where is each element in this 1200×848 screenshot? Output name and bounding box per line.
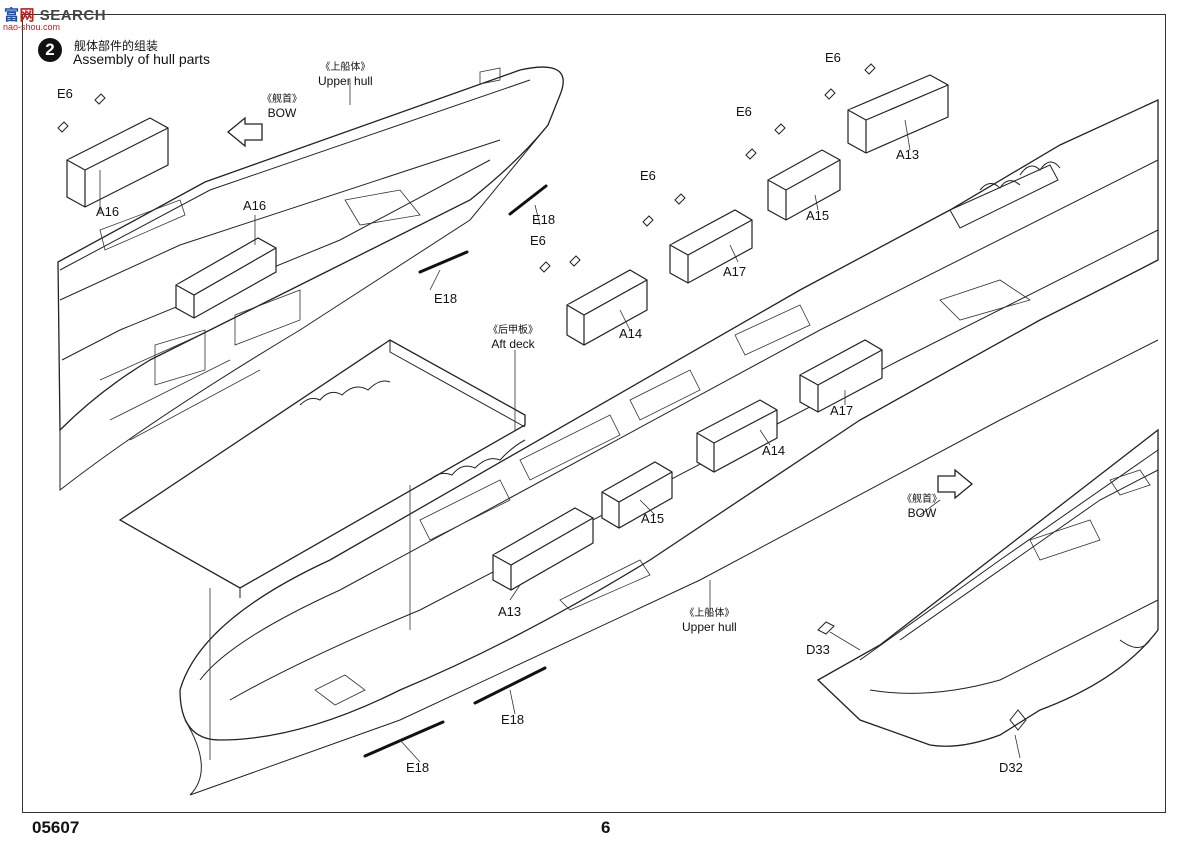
- bow-arrows: [226, 116, 974, 500]
- upper-hull-mid-label: 《上船体》 Upper hull: [682, 608, 737, 634]
- page-frame: [22, 14, 1166, 813]
- part-label-a17: A17: [830, 403, 854, 418]
- part-blocks: [66, 74, 949, 591]
- e6-brackets: [57, 63, 1027, 731]
- part-label-a15: A15: [641, 511, 665, 526]
- part-label-a13: A13: [498, 604, 522, 619]
- watermark-logo: 富网 SEARCH: [4, 7, 107, 24]
- part-label-d33: D33: [806, 642, 830, 657]
- aft-deck-drawing: [118, 339, 526, 598]
- aft-deck-label: 《后甲板》 Aft deck: [488, 325, 538, 351]
- part-label-e6: E6: [736, 104, 752, 119]
- product-code: 05607: [32, 818, 80, 837]
- leader-lines: [99, 80, 1021, 763]
- part-label-a15: A15: [806, 208, 830, 223]
- watermark-url: nao-shou.com: [3, 22, 61, 32]
- part-label-d32: D32: [999, 760, 1023, 775]
- part-label-e18: E18: [434, 291, 458, 306]
- upper-hull-top-drawing: [57, 66, 564, 492]
- part-label-a17: A17: [723, 264, 747, 279]
- bow-right-label: 《舰首》 BOW: [902, 494, 942, 520]
- part-label-a16: A16: [243, 198, 267, 213]
- step-title-cn: 舰体部件的组装: [74, 39, 159, 53]
- upper-hull-top-label: 《上船体》 Upper hull: [318, 62, 373, 88]
- part-label-e6: E6: [825, 50, 841, 65]
- step-number-badge: 2: [38, 38, 62, 62]
- e18-rods: [363, 184, 548, 758]
- part-label-e18: E18: [532, 212, 556, 227]
- part-label-e6: E6: [57, 86, 73, 101]
- part-label-e6: E6: [640, 168, 656, 183]
- bow-top-label: 《舰首》 BOW: [262, 94, 302, 120]
- part-label-a14: A14: [619, 326, 643, 341]
- bow-right-drawing: [816, 428, 1159, 747]
- part-label-a13: A13: [896, 147, 920, 162]
- page-number: 6: [601, 818, 611, 837]
- step-title-en: Assembly of hull parts: [73, 51, 210, 67]
- part-label-a16: A16: [96, 204, 120, 219]
- part-label-a14: A14: [762, 443, 786, 458]
- part-label-e18: E18: [406, 760, 430, 775]
- part-label-e18: E18: [501, 712, 525, 727]
- part-label-e6: E6: [530, 233, 546, 248]
